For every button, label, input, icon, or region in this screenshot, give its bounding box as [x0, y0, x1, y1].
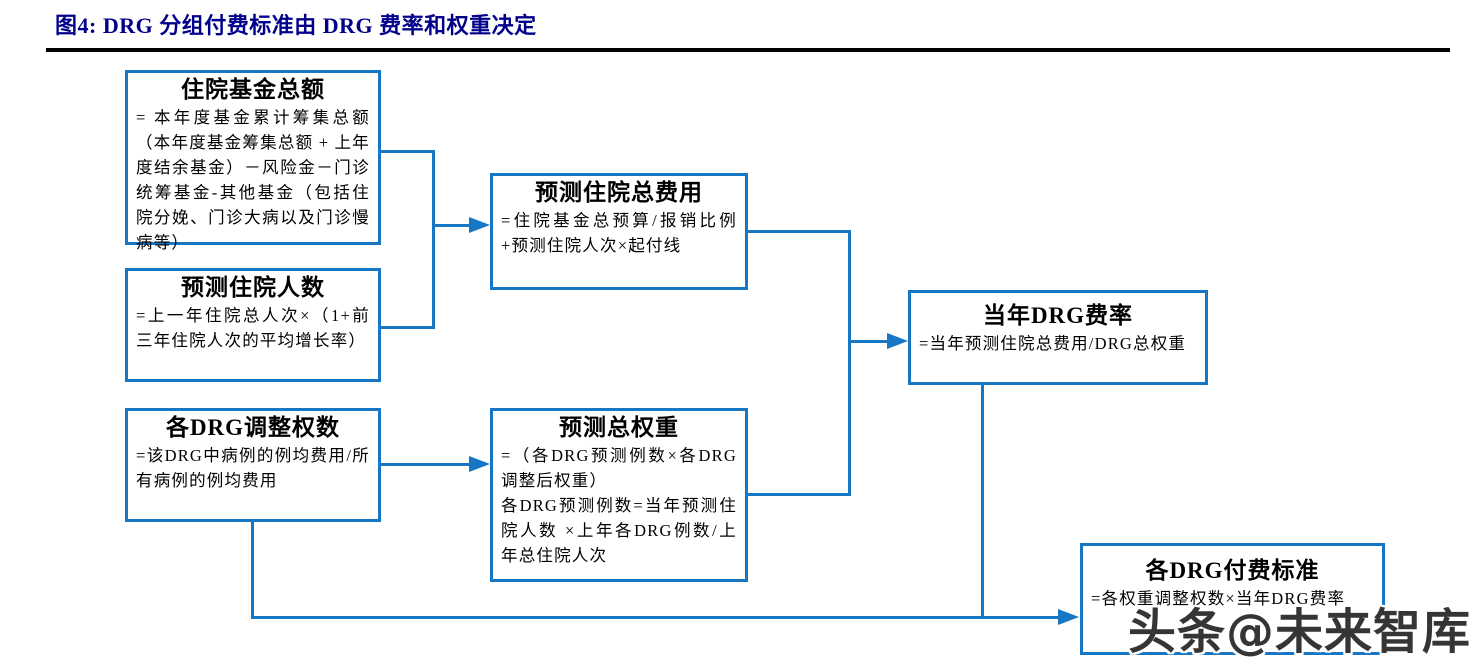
connector-total-weight-out — [748, 493, 851, 496]
watermark-text: 头条@未来智库 — [1128, 604, 1472, 660]
connector-fund-out — [381, 150, 435, 153]
box-forecast-total-cost: 预测住院总费用 =住院基金总预算/报销比例+预测住院人次×起付线 — [490, 173, 748, 290]
box-current-year-drg-rate: 当年DRG费率 =当年预测住院总费用/DRG总权重 — [908, 290, 1208, 385]
figure-title: 图4: DRG 分组付费标准由 DRG 费率和权重决定 — [55, 13, 537, 38]
box-body: = 本年度基金累计筹集总额（本年度基金筹集总额 + 上年度结余基金）－风险金－门… — [136, 108, 370, 252]
arrowhead-to-drg-rate — [887, 333, 908, 349]
box-body: =上一年住院总人次×（1+前三年住院人次的平均增长率） — [136, 306, 370, 350]
box-title: 各DRG调整权数 — [165, 415, 341, 440]
connector-merge-left-vertical — [432, 150, 435, 329]
arrowhead-to-payment-standard — [1058, 609, 1079, 625]
box-hospital-fund-total: 住院基金总额 = 本年度基金累计筹集总额（本年度基金筹集总额 + 上年度结余基金… — [125, 70, 381, 252]
connector-total-cost-out — [748, 230, 851, 233]
connector-rate-down-vertical — [981, 385, 984, 619]
connector-bottom-horizontal — [251, 616, 1058, 619]
connector-merge-mid-vertical — [848, 230, 851, 496]
box-drg-adjusted-weight: 各DRG调整权数 =该DRG中病例的例均费用/所有病例的例均费用 — [125, 408, 381, 522]
box-title: 当年DRG费率 — [982, 303, 1134, 328]
arrowhead-to-total-weight — [469, 456, 490, 472]
box-forecast-total-weight: 预测总权重 =（各DRG预测例数×各DRG调整后权重） 各DRG预测例数=当年预… — [490, 408, 748, 582]
connector-adjweight-to-totalweight — [381, 463, 469, 466]
box-body: =当年预测住院总费用/DRG总权重 — [919, 334, 1187, 353]
box-forecast-inpatients: 预测住院人数 =上一年住院总人次×（1+前三年住院人次的平均增长率） — [125, 268, 381, 382]
connector-to-total-cost — [435, 224, 469, 227]
connector-to-drg-rate — [851, 340, 887, 343]
box-title: 住院基金总额 — [181, 77, 325, 102]
connector-inpatients-out — [381, 326, 435, 329]
box-title: 各DRG付费标准 — [1145, 558, 1320, 583]
box-drg-payment-standard: 各DRG付费标准 =各权重调整权数×当年DRG费率 — [1080, 543, 1385, 655]
box-body: =该DRG中病例的例均费用/所有病例的例均费用 — [136, 446, 370, 490]
box-title: 预测总权重 — [559, 415, 679, 440]
box-body: =住院基金总预算/报销比例+预测住院人次×起付线 — [501, 211, 737, 255]
arrowhead-to-total-cost — [469, 217, 490, 233]
box-body: =各权重调整权数×当年DRG费率 — [1091, 589, 1346, 608]
title-divider-rule — [46, 48, 1450, 52]
connector-adjweight-down-vertical — [251, 522, 254, 619]
box-body: =（各DRG预测例数×各DRG调整后权重） 各DRG预测例数=当年预测住院人数 … — [501, 446, 737, 565]
box-title: 预测住院总费用 — [535, 180, 703, 205]
box-title: 预测住院人数 — [181, 275, 325, 300]
